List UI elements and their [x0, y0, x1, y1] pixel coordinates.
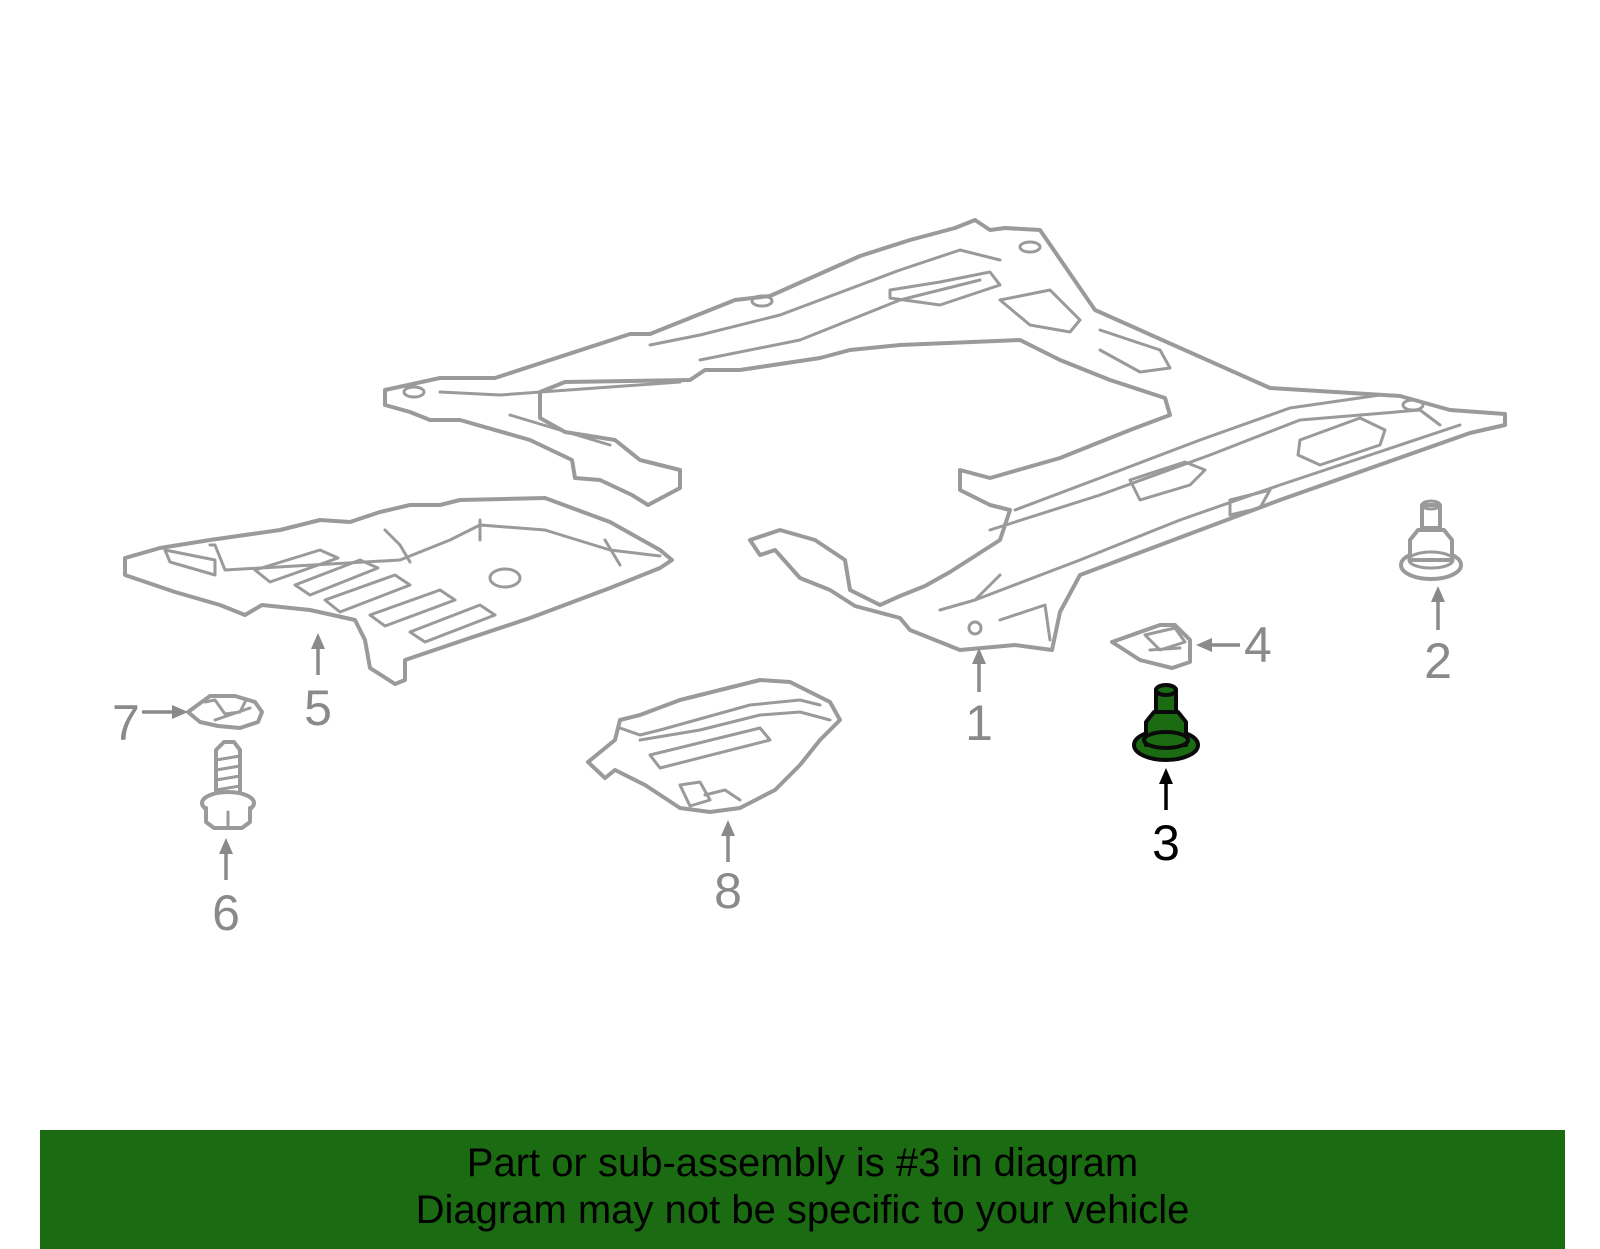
callout-4: 4: [1196, 617, 1272, 673]
part-2-push-pin[interactable]: [1399, 499, 1463, 581]
banner-line-1: Part or sub-assembly is #3 in diagram: [466, 1141, 1139, 1185]
callout-5-label: 5: [304, 680, 332, 736]
banner-line-2: Diagram may not be specific to your vehi…: [415, 1188, 1190, 1232]
callout-2-label: 2: [1424, 633, 1452, 689]
callout-4-label: 4: [1244, 617, 1272, 673]
part-5-splash-shield[interactable]: [123, 496, 674, 686]
callout-1: 1: [965, 648, 993, 751]
callout-6: 6: [212, 838, 240, 941]
part-1-subframe[interactable]: [383, 218, 1507, 652]
part-3-push-rivet[interactable]: [1132, 683, 1200, 762]
callout-2: 2: [1424, 586, 1452, 689]
callout-5: 5: [304, 633, 332, 736]
callout-7-label: 7: [112, 695, 140, 751]
part-7-nut-clip[interactable]: [186, 694, 264, 730]
callout-3: 3: [1152, 768, 1180, 871]
callout-6-label: 6: [212, 885, 240, 941]
part-8-shield[interactable]: [586, 678, 842, 814]
part-4-clip[interactable]: [1110, 623, 1192, 670]
callout-8-label: 8: [714, 863, 742, 919]
callout-3-label: 3: [1152, 815, 1180, 871]
callout-7: 7: [112, 695, 188, 751]
callout-1-label: 1: [965, 695, 993, 751]
info-banner: Part or sub-assembly is #3 in diagram Di…: [40, 1130, 1565, 1249]
callout-8: 8: [714, 820, 742, 919]
parts-diagram: 1 2 3 4 5 6 7 8: [112, 218, 1507, 941]
part-6-bolt[interactable]: [200, 740, 256, 830]
